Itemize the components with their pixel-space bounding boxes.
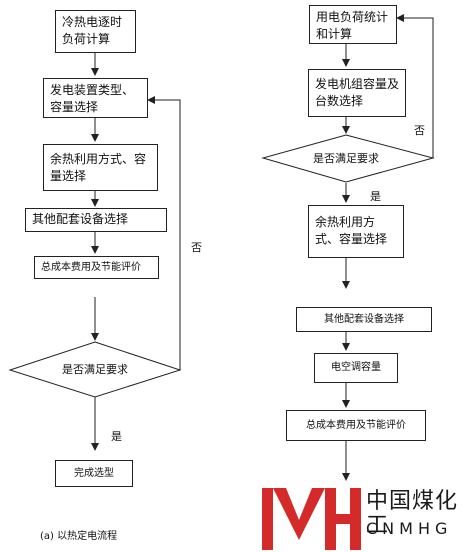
- left-step-generator-select: 发电装置类型、容量选择: [43, 78, 148, 118]
- right-yes-label: 是: [370, 190, 381, 203]
- right-step-aux-equipment: 其他配套设备选择: [296, 307, 432, 332]
- left-yes-label: 是: [111, 430, 122, 443]
- right-decision-shape: [261, 134, 435, 183]
- right-step-load-stats-label: 用电负荷统计和计算: [316, 10, 389, 41]
- left-step-aux-equipment: 其他配套设备选择: [25, 208, 167, 232]
- left-decision-shape: [8, 341, 182, 398]
- left-no-loop: [147, 96, 181, 370]
- left-no-label: 否: [191, 241, 202, 254]
- right-no-label: 否: [414, 124, 425, 137]
- right-step-load-stats: 用电负荷统计和计算: [309, 5, 397, 44]
- left-step-waste-heat-label: 余热利用方式、容量选择: [50, 152, 147, 183]
- left-decision-label: 是否满足要求: [62, 363, 128, 376]
- right-step-ac-capacity: 电空调容量: [314, 353, 398, 383]
- right-step-waste-heat-label: 余热利用方式、容量选择: [315, 215, 388, 246]
- right-step-cost-eval: 总成本费用及节能评价: [286, 410, 426, 441]
- right-step-genset-select-label: 发电机组容量及台数选择: [315, 77, 400, 108]
- left-step-waste-heat: 余热利用方式、容量选择: [43, 144, 158, 191]
- left-step-cost-eval-label: 总成本费用及节能评价: [41, 262, 141, 273]
- right-step-ac-capacity-label: 电空调容量: [331, 362, 381, 373]
- left-end-label: 完成选型: [74, 468, 114, 479]
- left-end-box: 完成选型: [55, 460, 133, 487]
- logo-english-text: CNMHG: [366, 519, 453, 538]
- right-step-aux-equipment-label: 其他配套设备选择: [324, 314, 404, 325]
- left-step-aux-equipment-label: 其他配套设备选择: [32, 212, 129, 226]
- right-no-loop: [396, 14, 434, 158]
- logo-chinese-text: 中国煤化工: [366, 489, 459, 538]
- left-step-load-calc: 冷热电逐时负荷计算: [55, 10, 136, 53]
- right-step-waste-heat: 余热利用方式、容量选择: [308, 205, 404, 258]
- right-step-genset-select: 发电机组容量及台数选择: [308, 69, 406, 117]
- right-decision-label: 是否满足要求: [313, 152, 379, 165]
- left-step-load-calc-label: 冷热电逐时负荷计算: [62, 15, 123, 46]
- left-step-cost-eval: 总成本费用及节能评价: [34, 256, 159, 279]
- logo-mark-icon: [262, 488, 361, 550]
- right-step-cost-eval-label: 总成本费用及节能评价: [306, 420, 406, 431]
- left-caption: (a) 以热定电流程: [40, 531, 118, 542]
- left-step-generator-select-label: 发电装置类型、容量选择: [50, 83, 135, 114]
